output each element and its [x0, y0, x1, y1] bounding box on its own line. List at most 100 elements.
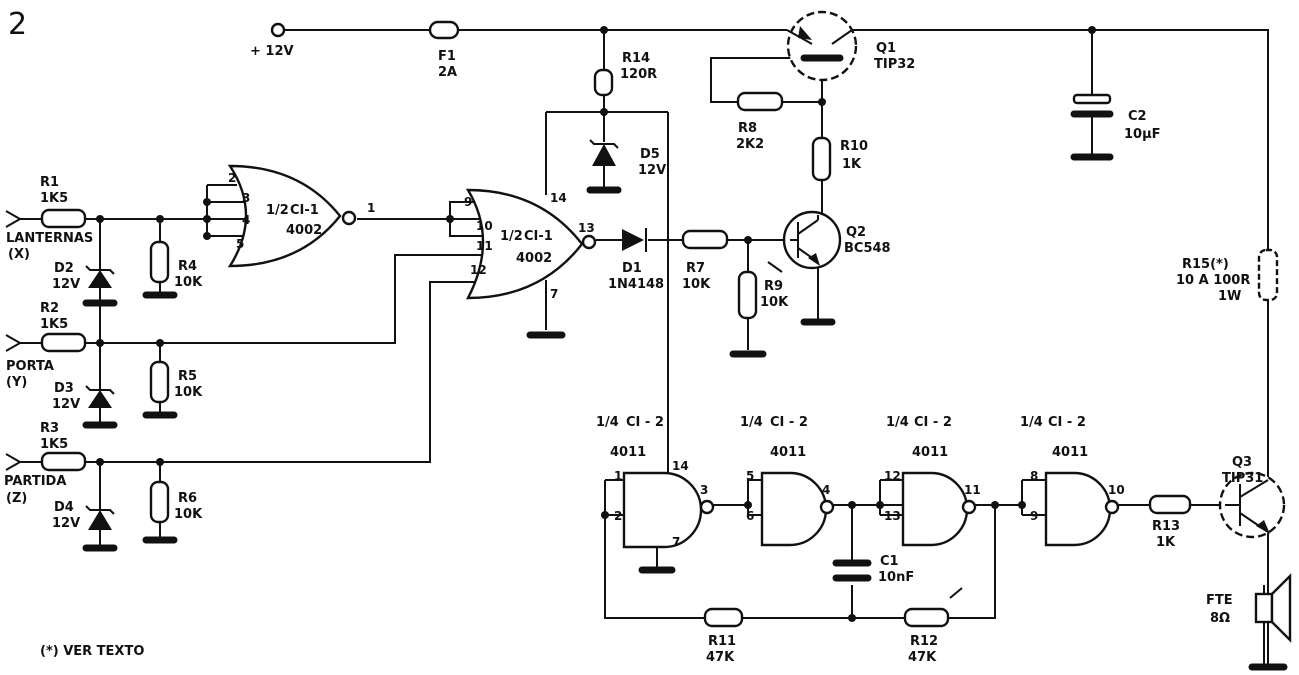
nand3-pin-b: 13	[884, 509, 901, 523]
q2-ref: Q2	[846, 225, 866, 240]
nand4-pin-b: 9	[1030, 509, 1038, 523]
nand3-pin-a: 12	[884, 469, 901, 483]
nor2-pin-c: 11	[476, 239, 493, 253]
nand3-pin-out: 11	[964, 483, 981, 497]
speaker-value: 8Ω	[1210, 611, 1230, 626]
r5-ref: R5	[178, 369, 197, 384]
nor2-frac: 1/2	[500, 229, 523, 244]
nand2-pin-a: 5	[746, 469, 754, 483]
nand1-pin-b: 2	[614, 509, 622, 523]
q2-value: BC548	[844, 241, 891, 256]
capacitor-c1	[832, 559, 872, 582]
zener-d4	[85, 505, 115, 540]
nor2-pin-gnd: 7	[550, 287, 558, 301]
d5-value: 12V	[638, 163, 666, 178]
d1-value: 1N4148	[608, 277, 664, 292]
d5-ref: D5	[640, 147, 660, 162]
nor2-part: 4002	[516, 251, 552, 266]
nor2-pin-vdd: 14	[550, 191, 567, 205]
nor1-pin-c: 4	[242, 213, 250, 227]
nand2-pin-out: 4	[822, 483, 830, 497]
q1-value: TIP32	[874, 57, 915, 72]
nor1-pin-out: 1	[367, 201, 375, 215]
nor-gate-2	[465, 188, 597, 300]
r10-ref: R10	[840, 139, 868, 154]
r11-value: 47K	[706, 650, 735, 665]
input-lanternas-name: LANTERNAS	[6, 231, 93, 246]
d1-ref: D1	[622, 261, 642, 276]
resistor-r14	[593, 68, 614, 97]
r6-value: 10K	[174, 507, 203, 522]
resistor-r13	[1148, 494, 1192, 515]
resistor-r6	[149, 480, 170, 524]
resistor-r8	[736, 91, 784, 112]
r13-value: 1K	[1156, 535, 1176, 550]
r10-value: 1K	[842, 157, 862, 172]
resistor-r10	[811, 136, 832, 182]
nand2-pin-b: 6	[746, 509, 754, 523]
d3-value: 12V	[52, 397, 80, 412]
nand1-part: 4011	[610, 445, 646, 460]
d3-ref: D3	[54, 381, 74, 396]
nor1-pin-a: 2	[228, 171, 236, 185]
r14-value: 120R	[620, 67, 657, 82]
r12-value: 47K	[908, 650, 937, 665]
r1-ref: R1	[40, 175, 59, 190]
nor2-pin-out: 13	[578, 221, 595, 235]
r2-ref: R2	[40, 301, 59, 316]
r15-power: 1W	[1218, 289, 1241, 304]
transistor-q2	[767, 210, 842, 273]
nand-gate-4	[1044, 471, 1120, 547]
junctions	[96, 26, 1096, 622]
supply-terminal	[270, 22, 286, 38]
nand4-part: 4011	[1052, 445, 1088, 460]
r15-ref: R15(*)	[1182, 257, 1229, 272]
nand3-part: 4011	[912, 445, 948, 460]
nand1-pin-vdd: 14	[672, 459, 689, 473]
r4-ref: R4	[178, 259, 197, 274]
resistor-r9	[737, 270, 758, 320]
nor1-pin-b: 3	[242, 191, 250, 205]
input-lanternas-tag: (X)	[8, 247, 30, 262]
r5-value: 10K	[174, 385, 203, 400]
r7-value: 10K	[682, 277, 711, 292]
c2-value: 10µF	[1124, 127, 1161, 142]
r11-ref: R11	[708, 634, 736, 649]
c2-ref: C2	[1128, 109, 1147, 124]
r6-ref: R6	[178, 491, 197, 506]
wires	[20, 29, 1269, 665]
nor1-part: 4002	[286, 223, 322, 238]
resistor-r1	[40, 208, 87, 229]
nand-gate-3	[901, 471, 977, 547]
nand4-frac: 1/4	[1020, 415, 1043, 430]
r12-ref: R12	[910, 634, 938, 649]
nor2-ic: CI-1	[524, 229, 553, 244]
q3-value: TIP31	[1222, 471, 1263, 486]
nand1-frac: 1/4	[596, 415, 619, 430]
r14-ref: R14	[622, 51, 650, 66]
r7-ref: R7	[686, 261, 705, 276]
c1-ref: C1	[880, 554, 899, 569]
nor1-frac: 1/2	[266, 203, 289, 218]
r1-value: 1K5	[40, 191, 68, 206]
r13-ref: R13	[1152, 519, 1180, 534]
r8-value: 2K2	[736, 137, 764, 152]
nand4-pin-a: 8	[1030, 469, 1038, 483]
capacitor-c2	[1070, 93, 1114, 157]
nor2-pin-d: 12	[470, 263, 487, 277]
resistor-r11	[703, 607, 744, 628]
fuse-value: 2A	[438, 65, 457, 80]
speaker-icon	[1254, 573, 1292, 665]
nor2-pin-b: 10	[476, 219, 493, 233]
input-porta-name: PORTA	[6, 359, 54, 374]
resistor-r12-arrow	[949, 587, 963, 599]
resistor-r3	[40, 451, 87, 472]
nand1-pin-gnd: 7	[672, 535, 680, 549]
nand2-ic: CI - 2	[770, 415, 808, 430]
r9-value: 10K	[760, 295, 789, 310]
nor-gate-1	[227, 164, 357, 268]
c1-value: 10nF	[878, 570, 914, 585]
nand-gate-1	[622, 471, 715, 549]
resistor-r15	[1257, 248, 1279, 302]
